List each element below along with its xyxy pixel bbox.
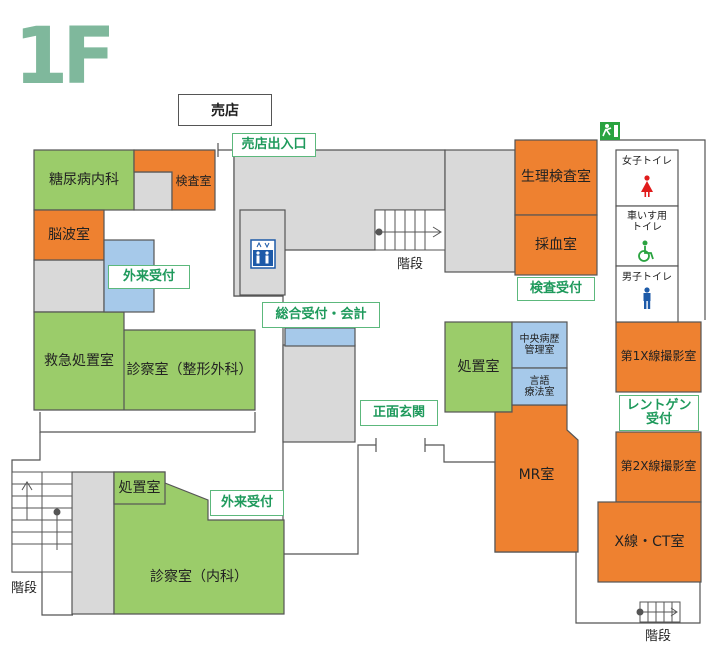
stairs-center-label: 階段 xyxy=(396,256,423,272)
room-tonyo: 糖尿病内科 xyxy=(49,171,119,188)
room-kyukyu: 救急処置室 xyxy=(44,352,114,369)
room-shinsatsu-naika: 診察室（内科） xyxy=(150,568,248,585)
room-saiketsu: 採血室 xyxy=(535,236,577,253)
tag-gairai-lower: 外来受付 xyxy=(210,490,284,516)
men-toilet-label: 男子トイレ xyxy=(622,271,672,283)
tag-baiten-entrance: 売店出入口 xyxy=(232,133,316,157)
room-nouha: 脳波室 xyxy=(48,226,90,243)
women-toilet-icon xyxy=(641,175,653,197)
women-toilet-label: 女子トイレ xyxy=(622,155,672,167)
room-xct: X線・CT室 xyxy=(614,533,685,550)
room-chuo-byori: 中央病歴 管理室 xyxy=(519,334,560,356)
wheelchair-icon xyxy=(638,240,654,262)
elevator-icon xyxy=(250,239,276,269)
room-tonyo-shape xyxy=(33,149,135,211)
room-mr: MR室 xyxy=(518,466,555,483)
floor-number: 1F xyxy=(14,12,116,102)
tag-kensa-uketsuke: 検査受付 xyxy=(517,277,595,301)
room-shochi-right: 処置室 xyxy=(457,358,500,375)
room-shochi-left: 処置室 xyxy=(118,479,161,496)
room-seiri-kensa: 生理検査室 xyxy=(521,169,591,186)
wheelchair-toilet-label: 車いす用 トイレ xyxy=(627,211,667,233)
room-gengo: 言語 療法室 xyxy=(524,375,555,398)
tag-gairai-upper: 外来受付 xyxy=(108,265,190,289)
men-toilet-icon xyxy=(643,287,651,309)
room-kensa-left: 検査室 xyxy=(175,174,212,189)
shop-label: 売店 xyxy=(178,94,272,126)
tag-rentgen: レントゲン 受付 xyxy=(619,395,699,431)
stairs-left-label: 階段 xyxy=(10,580,37,596)
room-shochi-left-shape xyxy=(113,471,166,505)
emergency-exit-icon xyxy=(600,122,620,140)
tag-shomen: 正面玄関 xyxy=(360,400,438,426)
room-xray1: 第1X線撮影室 xyxy=(620,349,697,364)
room-shinsatsu-seikei: 診察室（整形外科） xyxy=(126,361,253,378)
stairs-right-label: 階段 xyxy=(644,628,671,644)
tag-sogo: 総合受付・会計 xyxy=(262,302,380,328)
room-kyukyu-shape xyxy=(33,311,256,411)
room-xray2: 第2X線撮影室 xyxy=(620,459,697,474)
